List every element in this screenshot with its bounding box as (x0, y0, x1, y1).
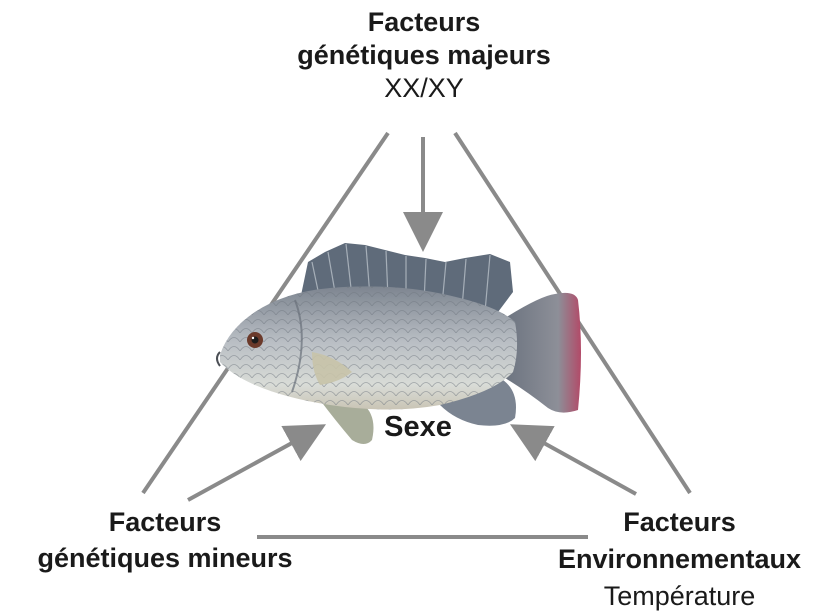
node-major-genetic-factors: Facteurs génétiques majeurs XX/XY (264, 6, 584, 105)
node-minor-genetic-line1: Facteurs (0, 504, 330, 540)
center-label-sex: Sexe (368, 410, 468, 444)
node-major-genetic-line1: Facteurs (264, 6, 584, 39)
arrow-from-minor-genetic (188, 432, 312, 500)
node-major-genetic-sub: XX/XY (264, 72, 584, 105)
node-major-genetic-line2: génétiques majeurs (264, 39, 584, 72)
node-environmental-line1: Facteurs (530, 504, 829, 541)
node-environmental-factors: Facteurs Environnementaux Température (530, 504, 829, 615)
node-minor-genetic-factors: Facteurs génétiques mineurs (0, 504, 330, 576)
arrow-from-environmental (524, 432, 636, 494)
node-environmental-sub: Température (530, 578, 829, 615)
node-environmental-line2: Environnementaux (530, 541, 829, 578)
node-minor-genetic-line2: génétiques mineurs (0, 540, 330, 576)
